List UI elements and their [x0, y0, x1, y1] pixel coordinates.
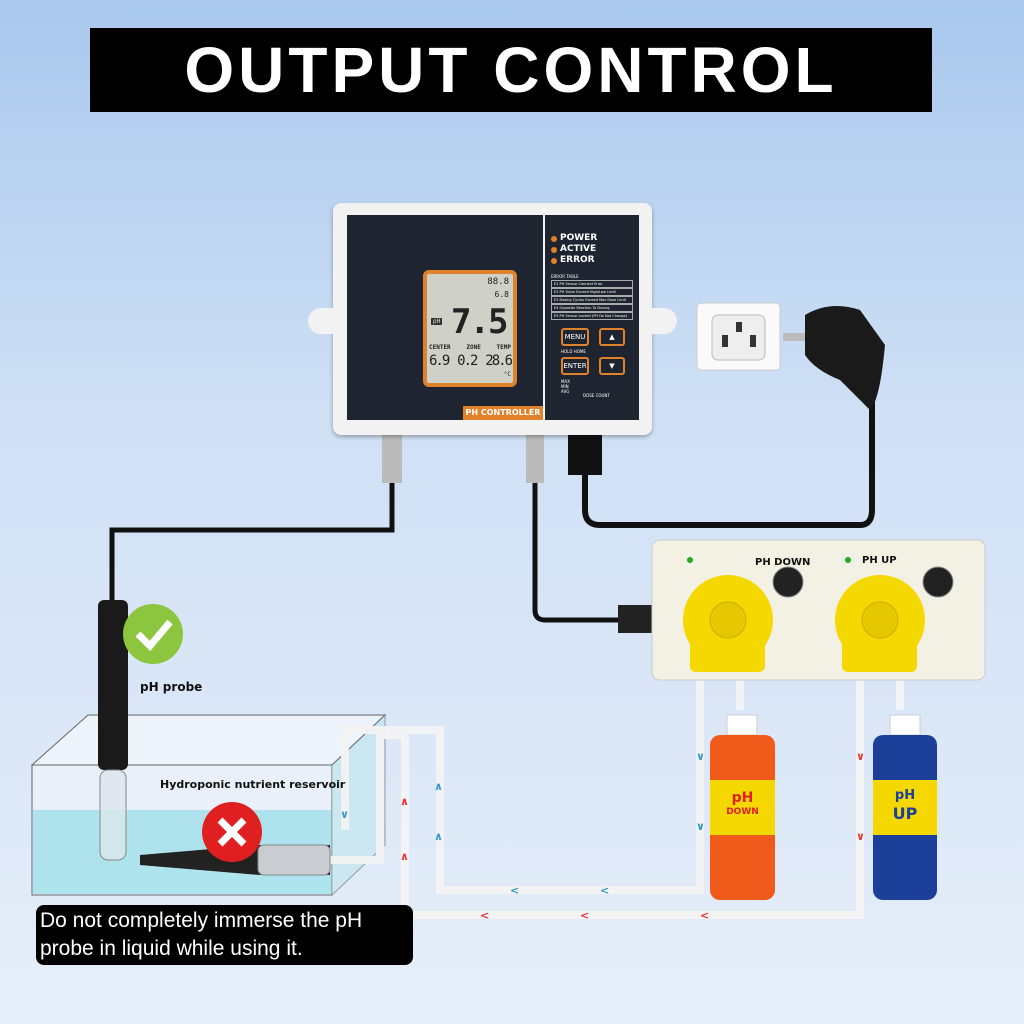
down-button[interactable]: ▼: [599, 357, 625, 375]
svg-text:∨: ∨: [856, 750, 865, 763]
svg-text:∧: ∧: [434, 830, 443, 843]
page-title: OUTPUT CONTROL: [90, 28, 932, 112]
plug-pin: [783, 333, 805, 341]
svg-text:∧: ∧: [434, 780, 443, 793]
flow-arrows: ∨ ∨ < < ∧ ∧ ∨ ∨ ∨ < < < ∧ ∧: [340, 750, 865, 922]
cable-connector: [618, 605, 652, 633]
mount-ear-right: [647, 308, 677, 334]
warning-note: Do not completely immerse the pH probe i…: [36, 905, 413, 965]
check-icon: [123, 604, 183, 664]
svg-text:<: <: [700, 909, 709, 922]
svg-text:∨: ∨: [696, 750, 705, 763]
pump-up-label: PH UP: [862, 555, 897, 566]
svg-text:∧: ∧: [400, 795, 409, 808]
error-table: E1 PH Sensor Connect Error E2 PH Value E…: [551, 280, 633, 320]
led-power: POWER: [551, 233, 639, 244]
power-cable: [582, 380, 875, 528]
probe-label: pH probe: [140, 680, 203, 694]
knob-ph-down: [772, 566, 804, 598]
ph-value: 7.5: [451, 302, 508, 342]
ph-probe: [98, 600, 128, 770]
up-button[interactable]: ▲: [599, 328, 625, 346]
svg-text:∨: ∨: [696, 820, 705, 833]
error-table-title: ERROR TABLE: [551, 274, 579, 279]
svg-text:∨: ∨: [856, 830, 865, 843]
svg-text:<: <: [510, 884, 519, 897]
reservoir-top: [30, 714, 387, 766]
svg-text:∨: ∨: [340, 808, 349, 821]
bnc-connector: [382, 435, 402, 483]
svg-text:<: <: [480, 909, 489, 922]
pump-down-label: PH DOWN: [755, 557, 811, 568]
probe-cable: [109, 480, 395, 600]
power-connector: [568, 435, 602, 475]
reservoir-label: Hydroponic nutrient reservoir: [160, 778, 346, 791]
power-plug: [805, 306, 885, 410]
svg-text:<: <: [580, 909, 589, 922]
mount-ear-left: [308, 308, 338, 334]
knob-ph-up: [922, 566, 954, 598]
menu-button[interactable]: MENU: [561, 328, 589, 346]
enter-button[interactable]: ENTER: [561, 357, 589, 375]
led-active: ACTIVE: [551, 244, 639, 255]
svg-text:<: <: [600, 884, 609, 897]
svg-text:∧: ∧: [400, 850, 409, 863]
led-error: ERROR: [551, 255, 639, 266]
pump-cable: [532, 480, 620, 623]
pump-connector: [526, 435, 544, 483]
controller-label: PH CONTROLLER: [463, 406, 543, 420]
